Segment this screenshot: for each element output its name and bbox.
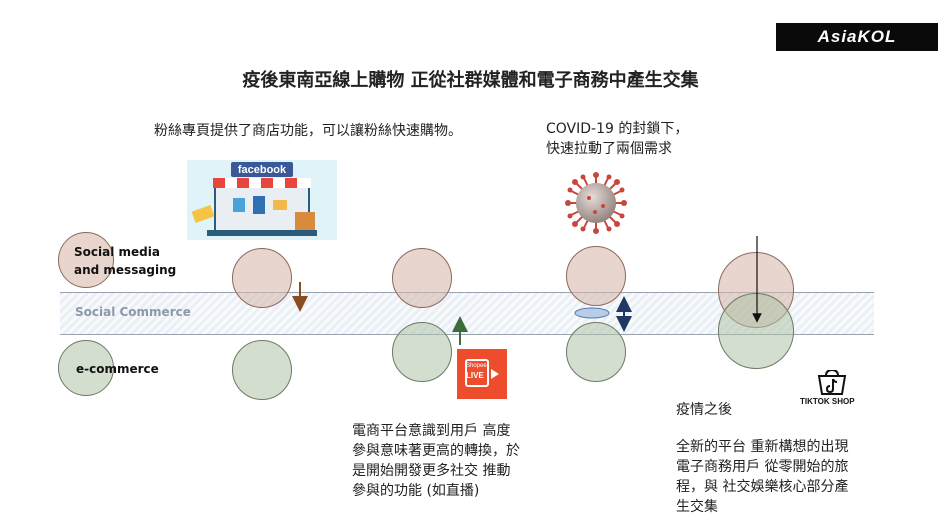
- facebook-shop-note: 粉絲專頁提供了商店功能，可以讓粉絲快速購物。: [154, 123, 462, 139]
- social-media-circle-3: [392, 248, 452, 308]
- tiktok-shop-icon: [817, 370, 847, 395]
- social-media-label-line-1: Social media: [74, 245, 160, 259]
- ecommerce-circle-5: [718, 293, 794, 369]
- after-pandemic-note: 全新的平台 重新構想的出現 電子商務用戶 從零開始的旅 程，與 社交娛樂核心部分…: [676, 437, 848, 517]
- ecommerce-circle-4: [566, 322, 626, 382]
- asiakol-logo: AsiaKOL: [776, 23, 938, 51]
- covid-note: COVID-19 的封鎖下， 快速拉動了兩個需求: [546, 119, 688, 159]
- after-note-line-1: 全新的平台 重新構想的出現: [676, 439, 849, 455]
- ecommerce-note-line-1: 電商平台意識到用戶 高度: [352, 423, 511, 439]
- page-title: 疫後東南亞線上購物 正從社群媒體和電子商務中產生交集: [242, 70, 699, 91]
- social-commerce-label: Social Commerce: [75, 305, 191, 319]
- tiktok-shop-label: TIKTOK SHOP: [800, 397, 855, 406]
- intersection-ellipse: [574, 307, 610, 319]
- virus-icon: [565, 172, 627, 234]
- covid-note-line-1: COVID-19 的封鎖下，: [546, 121, 689, 137]
- facebook-sign-text: facebook: [238, 164, 287, 176]
- ecommerce-circle-3: [392, 322, 452, 382]
- ecommerce-note: 電商平台意識到用戶 高度 參與意味著更高的轉換，於 是開始開發更多社交 推動 參…: [352, 421, 520, 501]
- after-pandemic-title: 疫情之後: [676, 402, 732, 418]
- social-media-label-line-2: and messaging: [74, 263, 177, 277]
- shopee-live-icon: Shopee LIVE: [457, 349, 507, 399]
- shopee-live-line-2: LIVE: [466, 371, 484, 380]
- social-media-label: Social media and messaging: [74, 243, 176, 279]
- after-note-line-3: 程，與 社交娛樂核心部分產: [676, 479, 849, 495]
- ecommerce-circle-1: [58, 340, 114, 396]
- covid-note-line-2: 快速拉動了兩個需求: [546, 141, 672, 157]
- facebook-shop-illustration: facebook: [187, 160, 337, 240]
- ecommerce-label: e-commerce: [76, 362, 159, 376]
- after-note-line-2: 電子商務用戶 從零開始的旅: [676, 459, 849, 475]
- ecommerce-note-line-4: 參與的功能 (如直播): [352, 483, 480, 499]
- ecommerce-circle-2: [232, 340, 292, 400]
- ecommerce-note-line-3: 是開始開發更多社交 推動: [352, 463, 511, 479]
- social-media-circle-1: [58, 232, 114, 288]
- social-media-circle-2: [232, 248, 292, 308]
- ecommerce-note-line-2: 參與意味著更高的轉換，於: [352, 443, 520, 459]
- after-note-line-4: 生交集: [676, 499, 718, 515]
- shopee-live-line-1: Shopee: [466, 363, 487, 369]
